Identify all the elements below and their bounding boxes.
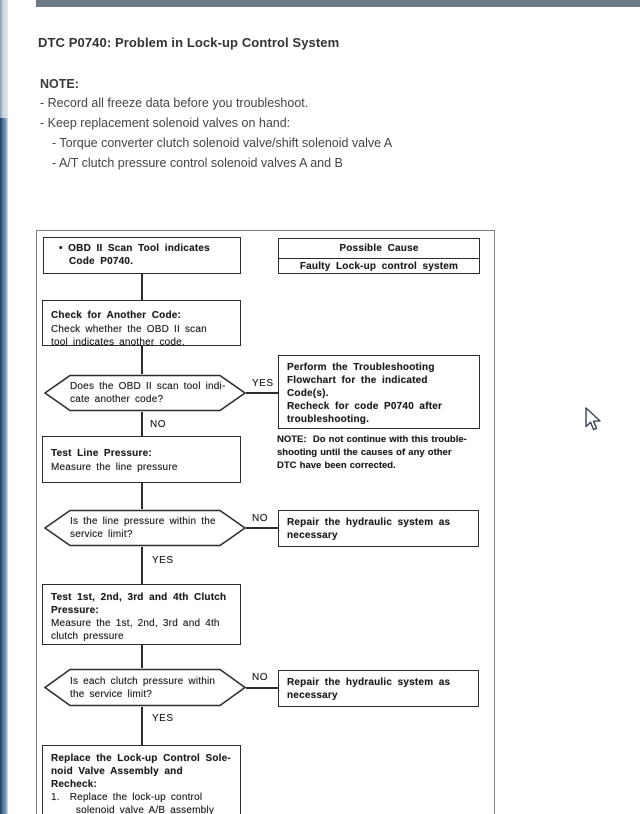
replace-body: 1. Replace the lock-up control solenoid … [51,792,215,814]
flowchart-note: NOTE: Do not continue with this trouble-… [277,434,467,471]
test-clutch-body: Measure the 1st, 2nd, 3rd and 4th clutch… [51,618,220,642]
mouse-cursor-icon [585,407,601,431]
perform-flowchart-box: Perform the Troubleshooting Flowchart fo… [278,355,480,429]
repair-hydraulic-box: Repair the hydraulic system as necessary [278,670,479,707]
left-scrollbar-track[interactable] [0,118,8,814]
connector-line [141,346,143,374]
yes-label: YES [152,555,174,566]
connector-line [141,645,143,668]
flowchart-frame [36,230,495,814]
note-item: - Keep replacement solenoid valves on ha… [40,116,291,130]
no-label: NO [150,419,166,430]
possible-cause-table: Possible Cause Faulty Lock-up control sy… [278,238,480,274]
decision-hexagon [43,509,247,547]
connector-line [141,547,143,585]
no-label: NO [252,672,268,683]
decision-hexagon [43,374,247,412]
test-line-body: Measure the line pressure [51,462,178,473]
note-heading: NOTE: [40,77,79,91]
decision-question: Is each clutch pressure within the servi… [70,676,216,700]
decision-question: Is the line pressure within the service … [70,516,216,540]
test-line-title: Test Line Pressure: [51,448,152,459]
left-scrollbar-thumb[interactable] [0,0,8,118]
check-code-box: Check for Another Code: Check whether th… [42,300,241,348]
possible-cause-header: Possible Cause [279,239,479,259]
possible-cause-value: Faulty Lock-up control system [299,261,459,272]
page-title: DTC P0740: Problem in Lock-up Control Sy… [38,35,340,50]
no-label: NO [252,513,268,524]
repair-hydraulic-box: Repair the hydraulic system as necessary [278,510,479,547]
check-code-body: Check whether the OBD II scan tool indic… [51,324,207,348]
decision-hexagon [43,668,247,707]
test-line-pressure-box: Test Line Pressure: Measure the line pre… [42,436,241,483]
decision-question: Does the OBD II scan tool indi- cate ano… [70,381,226,405]
note-item: - A/T clutch pressure control solenoid v… [52,156,343,170]
note-item: - Torque converter clutch solenoid valve… [52,136,393,150]
decision-another-code: Does the OBD II scan tool indi- cate ano… [43,374,247,412]
yes-label: YES [252,378,274,389]
connector-line [246,392,279,394]
connector-line [246,527,278,529]
connector-line [141,707,143,745]
test-clutch-title: Test 1st, 2nd, 3rd and 4th Clutch Pressu… [51,592,227,616]
connector-line [141,483,143,509]
yes-label: YES [152,713,174,724]
decision-line-pressure: Is the line pressure within the service … [43,509,247,547]
connector-line [246,687,278,689]
replace-title: Replace the Lock-up Control Sole- noid V… [51,753,231,790]
flowchart-start-box: • OBD II Scan Tool indicates Code P0740. [43,237,241,274]
decision-clutch-pressure: Is each clutch pressure within the servi… [43,668,247,707]
connector-line [141,412,143,436]
note-item: - Record all freeze data before you trou… [40,96,309,110]
check-code-title: Check for Another Code: [51,310,182,321]
test-clutch-pressure-box: Test 1st, 2nd, 3rd and 4th Clutch Pressu… [42,584,241,645]
connector-line [141,274,143,300]
replace-solenoid-box: Replace the Lock-up Control Sole- noid V… [42,745,241,814]
top-border-bar [36,0,640,7]
